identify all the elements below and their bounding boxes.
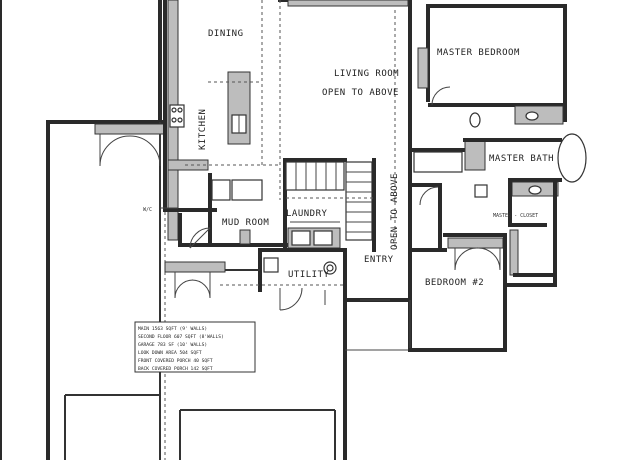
room-label-bedroom-2: BEDROOM #2 (425, 278, 484, 288)
kitchen-dining-area (160, 0, 280, 247)
area-line-back-porch: BACK COVERED PORCH 142 SQFT (138, 366, 213, 372)
label-wic: W/C (143, 207, 152, 213)
area-line-second-floor: SECOND FLOOR 607 SQFT (8'WALLS) (138, 334, 224, 340)
area-line-look-down: LOOK DOWN AREA 504 SQFT (138, 350, 202, 356)
room-label-utility: UTILITY (288, 270, 330, 280)
area-summary-box: MAIN 1563 SQFT (9' WALLS) SECOND FLOOR 6… (134, 321, 256, 373)
living-entry-area (278, 0, 412, 460)
room-label-open-to-above: OPEN TO ABOVE (322, 88, 399, 98)
bedroom-2-area (408, 183, 557, 352)
staircase (285, 158, 376, 252)
room-label-mud-room: MUD ROOM (222, 218, 269, 228)
room-label-living-room: LIVING ROOM (334, 69, 399, 79)
service-area (164, 158, 347, 311)
area-line-front-porch: FRONT COVERED PORCH 40 SQFT (138, 358, 213, 364)
master-suite (410, 4, 587, 287)
room-label-kitchen: KITCHEN (198, 109, 208, 150)
room-label-master-closet: MASTER - CLOSET (493, 213, 538, 219)
room-label-dining: DINING (208, 29, 244, 39)
room-label-master-bath: MASTER BATH (489, 154, 554, 164)
room-label-open-to-above-2: OPEN TO ABOVE (390, 173, 400, 250)
room-label-master-bedroom: MASTER BEDROOM (437, 48, 520, 58)
room-label-entry: ENTRY (364, 255, 394, 265)
area-line-main: MAIN 1563 SQFT (9' WALLS) (138, 326, 207, 332)
area-line-garage: GARAGE 783 SF (10' WALLS) (138, 342, 207, 348)
garage-area (0, 0, 336, 460)
room-label-laundry: LAUNDRY (286, 209, 328, 219)
